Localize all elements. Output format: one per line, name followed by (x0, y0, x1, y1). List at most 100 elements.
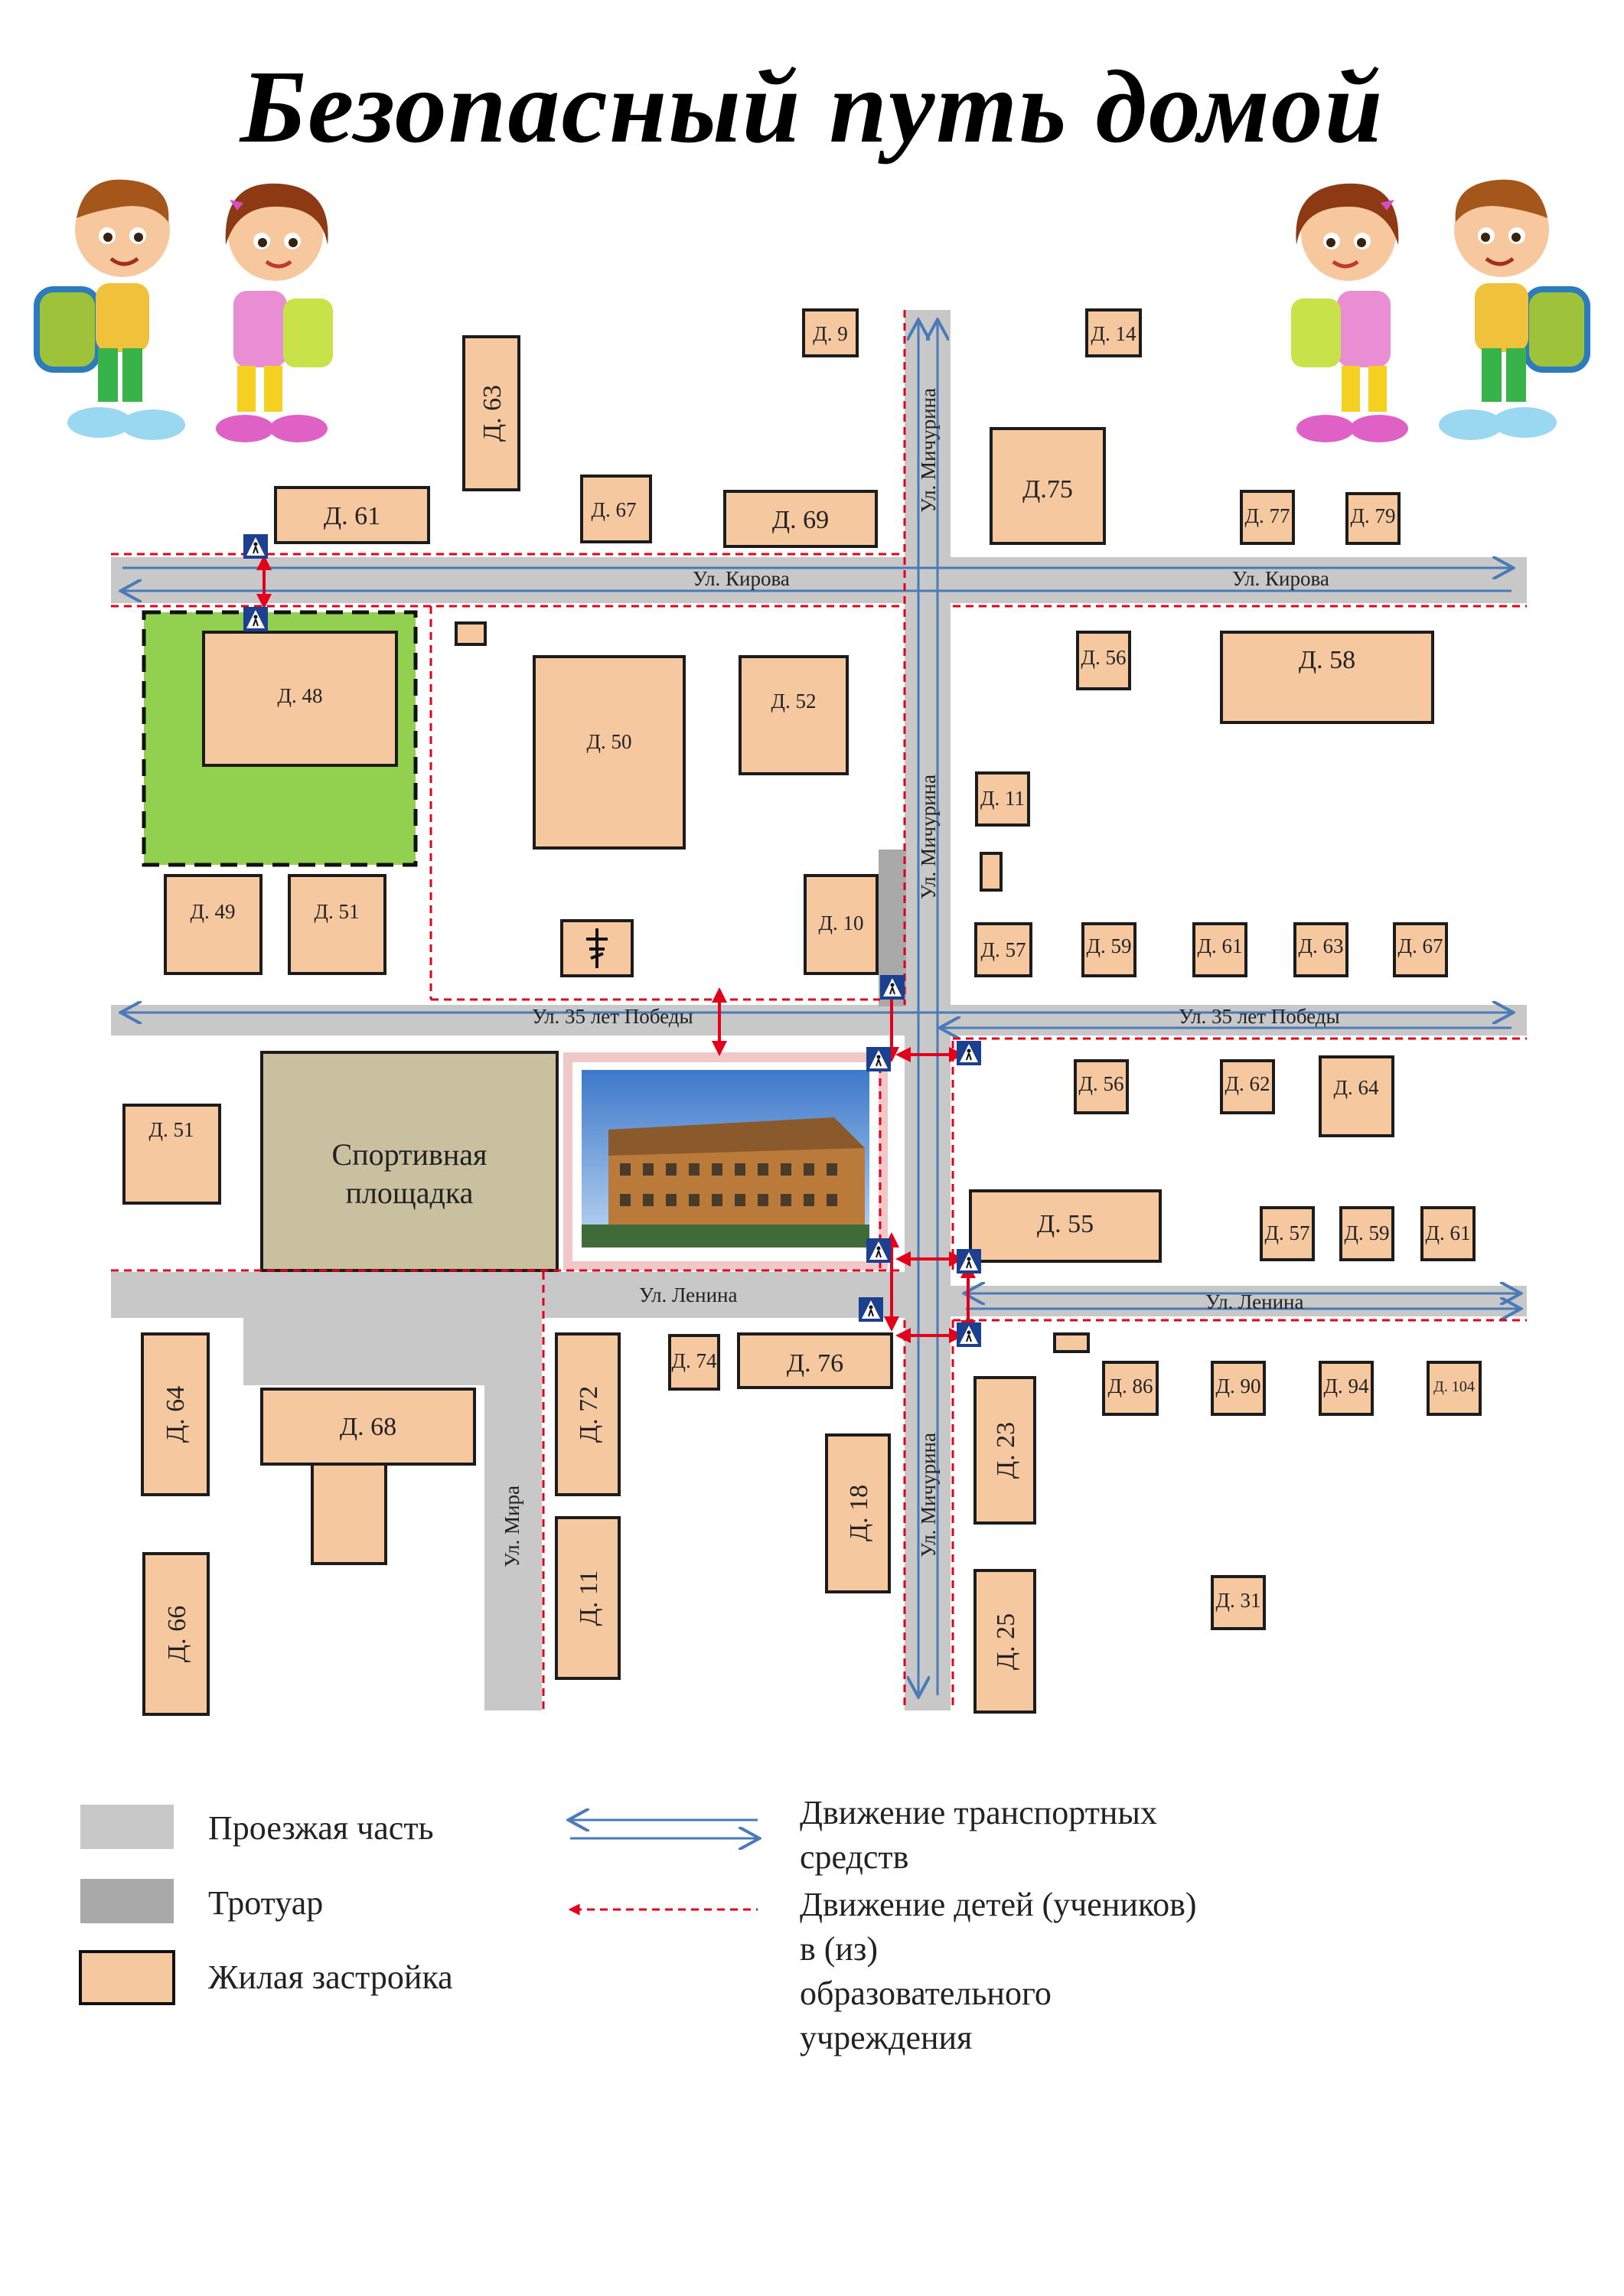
road-mira (484, 1301, 542, 1711)
building-label: Д. 67 (592, 498, 637, 521)
crosswalk-sign-icon (866, 1238, 891, 1263)
building-label: Д. 66 (163, 1606, 191, 1662)
traffic-direction-arrows (122, 321, 1519, 1695)
street-label-michurina: Ул. Мичурина (917, 775, 940, 899)
building-label: Д. 67 (1398, 934, 1443, 957)
building-label: Д. 94 (1324, 1375, 1369, 1397)
building-label: Д. 25 (992, 1613, 1020, 1670)
building-label: Д. 51 (315, 900, 360, 923)
buildings (122, 308, 1482, 1716)
building-label: Д. 11 (575, 1570, 603, 1626)
sports-ground-label: площадка (346, 1176, 474, 1210)
children-route (111, 310, 1527, 1711)
building-labels: Д. 9 Д. 14 Д. 67 Д. 77 Д. 79 Д. 48 Д. 50… (149, 322, 1475, 1670)
building-label: Д. 56 (1079, 1072, 1124, 1095)
legend-label-traffic: Движение транспортных средств (800, 1791, 1157, 1880)
legend-label-building: Жилая застройка (208, 1958, 453, 1996)
legend-label-road: Проезжая часть (208, 1809, 434, 1847)
sports-ground (260, 1051, 559, 1272)
building-label: Д. 69 (772, 506, 829, 534)
boy-figure-icon (1439, 179, 1590, 440)
boy-figure-icon (34, 179, 185, 440)
street-label-michurina: Ул. Мичурина (917, 1433, 940, 1557)
street-label-mira: Ул. Мира (501, 1486, 523, 1567)
girl-figure-icon (216, 183, 333, 442)
street-label-pobedy: Ул. 35 лет Победы (532, 1005, 693, 1028)
page-title: Безопасный путь домой (240, 50, 1384, 165)
building-label: Д. 55 (1037, 1210, 1094, 1238)
legend-swatch-sidewalk (80, 1879, 174, 1923)
legend-traffic-line: Движение транспортных (800, 1794, 1157, 1831)
crosswalk-sign-icon (957, 1249, 981, 1274)
legend-swatch-road (80, 1805, 174, 1849)
building-label: Д. 59 (1345, 1221, 1390, 1244)
building-label: Д. 62 (1225, 1072, 1270, 1095)
building-label: Д. 10 (819, 912, 864, 934)
legend-label-sidewalk: Тротуар (208, 1884, 324, 1922)
street-label-kirova: Ул. Кирова (693, 567, 790, 590)
building-label: Д. 79 (1351, 504, 1396, 527)
building-label: Д. 61 (1426, 1221, 1471, 1244)
building-label: Д. 68 (340, 1413, 396, 1441)
crosswalk-sign-icon (880, 975, 905, 1000)
building-label: Д. 31 (1216, 1589, 1261, 1612)
building-label: Д. 90 (1216, 1375, 1261, 1397)
building-label: Д. 50 (587, 730, 632, 753)
girl-figure-icon (1291, 183, 1408, 442)
building-label: Д. 63 (478, 385, 507, 442)
building-label: Д. 11 (980, 787, 1025, 810)
building-label: Д. 72 (575, 1386, 603, 1443)
kids-illustration-left (34, 179, 333, 442)
street-label-lenina: Ул. Ленина (1205, 1290, 1304, 1313)
kids-illustration-right (1291, 179, 1590, 442)
street-label-kirova: Ул. Кирова (1232, 567, 1329, 590)
building-label: Д. 64 (1334, 1076, 1379, 1099)
legend-traffic-line: средств (800, 1838, 909, 1876)
building-label: Д. 51 (149, 1118, 194, 1141)
building-label: Д. 61 (1198, 934, 1243, 957)
street-label-pobedy: Ул. 35 лет Победы (1179, 1005, 1340, 1028)
crosswalk-sign-icon (243, 607, 268, 631)
street-labels: Ул. Кирова Ул. Кирова Ул. 35 лет Победы … (501, 388, 1340, 1567)
building-label: Д. 57 (981, 938, 1026, 961)
building-label: Д. 58 (1299, 646, 1355, 674)
crosswalk-sign-icon (866, 1047, 891, 1071)
building-label: Д. 48 (278, 684, 323, 707)
building-label: Д. 14 (1091, 322, 1136, 345)
building-label: Д.75 (1022, 475, 1073, 504)
legend-children-line: образовательного (800, 1975, 1052, 2012)
sports-ground-label: Спортивная (332, 1137, 488, 1172)
church-icon (586, 928, 608, 968)
legend (79, 1805, 758, 2005)
building-label: Д. 56 (1081, 646, 1127, 669)
street-label-michurina: Ул. Мичурина (917, 388, 940, 513)
crosswalk-sign-icon (957, 1041, 981, 1065)
building-label: Д. 59 (1087, 934, 1132, 957)
building-label: Д. 49 (191, 900, 236, 923)
legend-children-line: Движение детей (учеников) (800, 1886, 1197, 1923)
building-label: Д. 52 (771, 690, 817, 713)
legend-children-line: учреждения (800, 2019, 973, 2056)
building-label: Д. 9 (813, 322, 847, 345)
building-label: Д. 76 (787, 1349, 843, 1378)
building-label: Д. 63 (1299, 934, 1344, 957)
legend-children-line: в (из) (800, 1930, 879, 1968)
building-label: Д. 23 (992, 1422, 1020, 1479)
legend-swatch-building (79, 1950, 175, 2005)
crosswalk-sign-icon (859, 1297, 883, 1322)
school-photo (563, 1052, 888, 1270)
building-label: Д. 57 (1265, 1221, 1310, 1244)
building-label: Д. 77 (1245, 504, 1290, 527)
building-label: Д. 18 (845, 1485, 873, 1541)
building-label: Д. 104 (1433, 1378, 1475, 1395)
street-label-lenina: Ул. Ленина (639, 1283, 738, 1306)
pedestrian-crossing-signs (243, 534, 981, 1347)
building-label: Д. 61 (324, 502, 380, 530)
building-label: Д. 64 (161, 1386, 190, 1443)
building-label: Д. 74 (672, 1349, 717, 1372)
crosswalk-sign-icon (957, 1322, 981, 1347)
road-kirova (111, 557, 1527, 603)
building-label: Д. 86 (1108, 1375, 1153, 1397)
